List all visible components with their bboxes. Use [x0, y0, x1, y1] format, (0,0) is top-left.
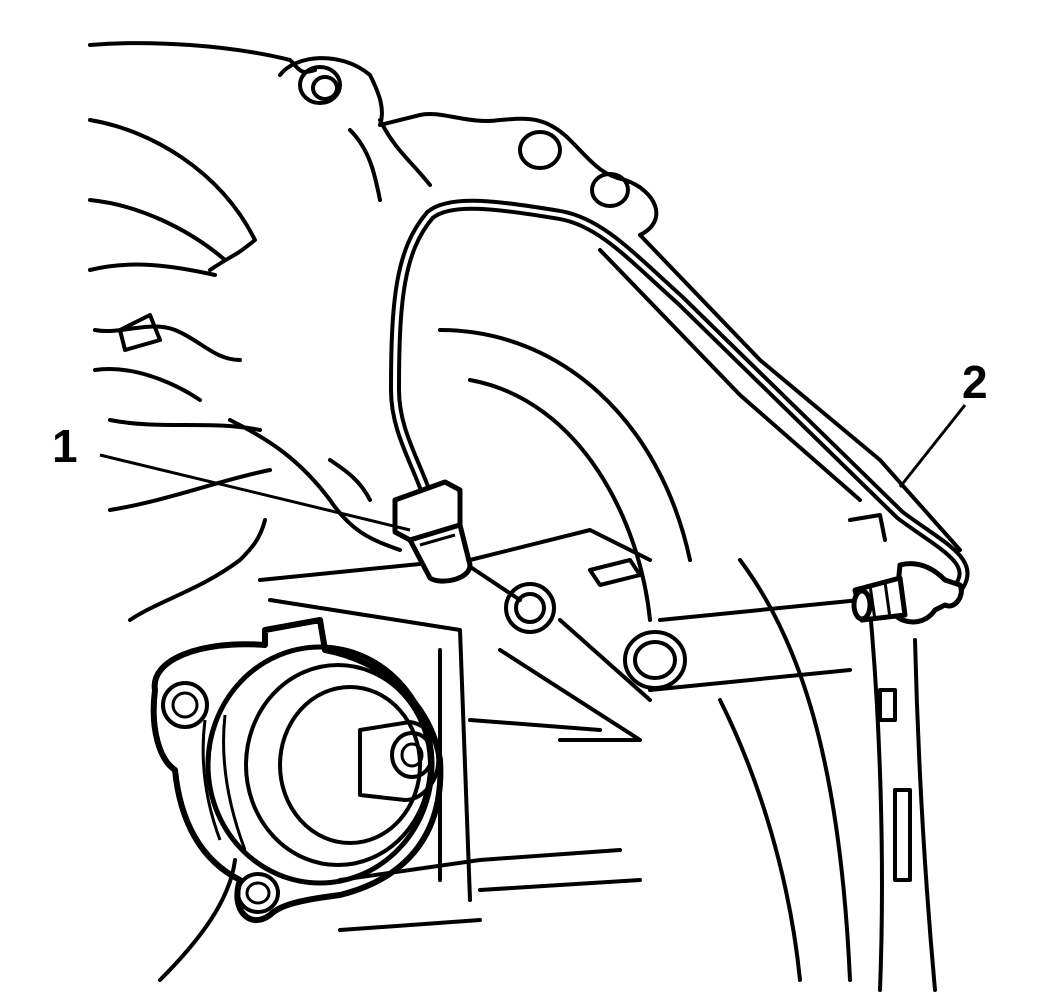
bleeder-connector: [851, 561, 964, 625]
leader-line-2: [898, 404, 967, 488]
slave-cylinder: [150, 617, 444, 923]
leader-lines: [99, 404, 967, 532]
callout-label-2: 2: [962, 356, 988, 408]
housing-bolt-bosses: [298, 65, 687, 690]
callout-label-1: 1: [52, 420, 78, 472]
housing-outline: [88, 41, 962, 992]
leader-line-1: [99, 453, 411, 532]
clutch-hydraulic-line: [389, 198, 970, 600]
line-fitting-nut: [392, 479, 473, 584]
